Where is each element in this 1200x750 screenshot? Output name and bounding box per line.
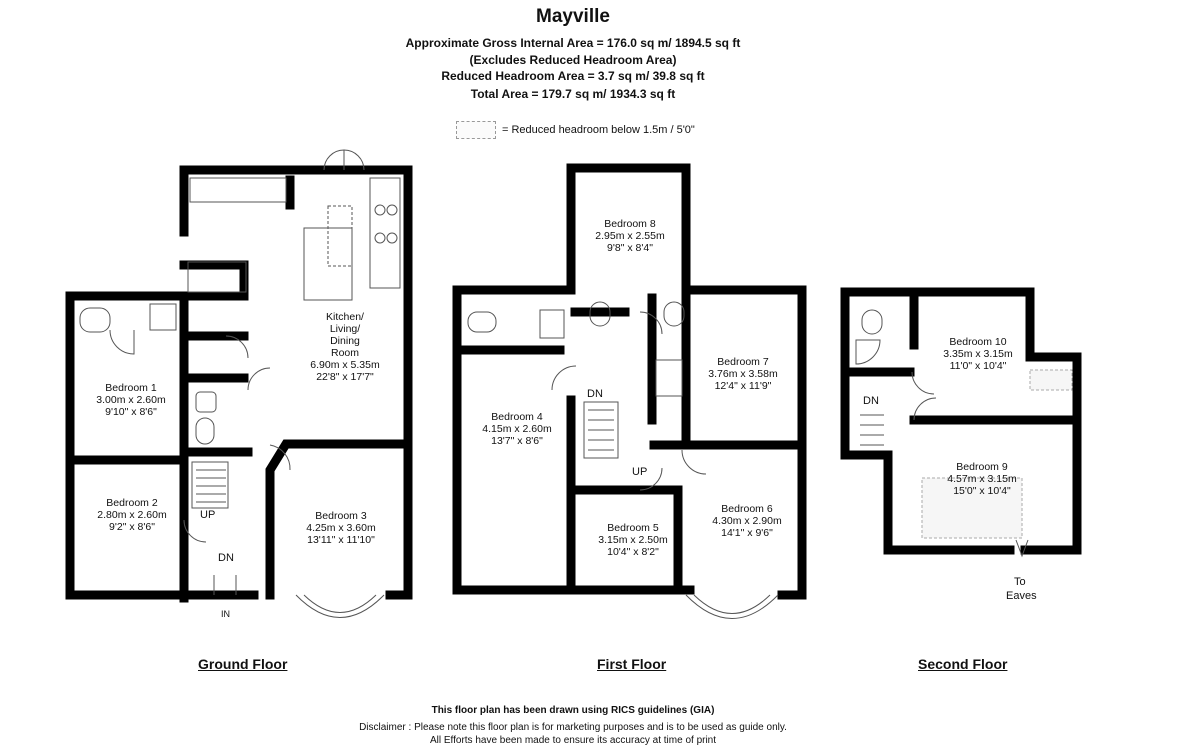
ground-floor-walls bbox=[65, 165, 413, 603]
disclaimer-line-1: Disclaimer : Please note this floor plan… bbox=[359, 722, 787, 733]
room-size-imperial: 12'4" x 11'9" bbox=[714, 380, 772, 392]
second-floor-walls bbox=[840, 287, 1082, 555]
room-size-imperial: 9'8" x 8'4" bbox=[607, 242, 653, 254]
room-size-imperial: 22'8" x 17'7" bbox=[316, 371, 374, 383]
room-size-metric: 2.95m x 2.55m bbox=[595, 230, 665, 242]
room-bedroom-2: Bedroom 2 2.80m x 2.60m 9'2" x 8'6" bbox=[97, 497, 166, 533]
room-size-imperial: 13'7" x 8'6" bbox=[491, 435, 543, 447]
reduced-headroom-swatch bbox=[456, 121, 496, 139]
room-name: Bedroom 8 bbox=[604, 218, 656, 230]
room-size-metric: 4.15m x 2.60m bbox=[482, 423, 552, 435]
room-bedroom-5: Bedroom 5 3.15m x 2.50m 10'4" x 8'2" bbox=[598, 522, 667, 558]
room-bedroom-4: Bedroom 4 4.15m x 2.60m 13'7" x 8'6" bbox=[482, 411, 551, 447]
room-bedroom-7: Bedroom 7 3.76m x 3.58m 12'4" x 11'9" bbox=[708, 356, 777, 392]
excludes-note: (Excludes Reduced Headroom Area) bbox=[469, 53, 677, 67]
reduced-headroom-area: Reduced Headroom Area = 3.7 sq m/ 39.8 s… bbox=[441, 69, 705, 83]
legend: = Reduced headroom below 1.5m / 5'0" bbox=[456, 121, 695, 139]
room-name: Bedroom 7 bbox=[717, 356, 769, 368]
plan-title: Mayville bbox=[536, 6, 610, 27]
disclaimer-line-2: All Efforts have been made to ensure its… bbox=[429, 735, 717, 746]
first-floor-walls bbox=[452, 163, 807, 600]
eaves-to-label: To bbox=[1014, 576, 1026, 588]
room-name: Room bbox=[330, 347, 360, 359]
entrance-label: IN bbox=[221, 609, 230, 619]
floor-label-ground: Ground Floor bbox=[198, 656, 288, 672]
floor-label-first: First Floor bbox=[597, 656, 667, 672]
rics-note: This floor plan has been drawn using RIC… bbox=[431, 705, 715, 716]
room-name: Kitchen/ bbox=[326, 311, 364, 323]
total-area: Total Area = 179.7 sq m/ 1934.3 sq ft bbox=[470, 87, 676, 101]
room-bedroom-6: Bedroom 6 4.30m x 2.90m 14'1" x 9'6" bbox=[712, 503, 781, 539]
room-bedroom-10: Bedroom 10 3.35m x 3.15m 11'0" x 10'4" bbox=[943, 336, 1012, 372]
room-name: Bedroom 5 bbox=[607, 522, 659, 534]
room-size-imperial: 15'0" x 10'4" bbox=[953, 485, 1011, 497]
room-bedroom-3: Bedroom 3 4.25m x 3.60m 13'11" x 11'10" bbox=[306, 510, 375, 546]
room-size-metric: 3.00m x 2.60m bbox=[96, 394, 166, 406]
room-size-imperial: 9'10" x 8'6" bbox=[105, 406, 157, 418]
room-size-imperial: 13'11" x 11'10" bbox=[307, 534, 375, 546]
room-bedroom-8: Bedroom 8 2.95m x 2.55m 9'8" x 8'4" bbox=[595, 218, 664, 254]
stairs-up-label-ground: UP bbox=[200, 509, 216, 521]
room-name: Bedroom 3 bbox=[315, 510, 367, 522]
room-bedroom-9: Bedroom 9 4.57m x 3.15m 15'0" x 10'4" bbox=[947, 461, 1016, 497]
room-size-metric: 3.15m x 2.50m bbox=[598, 534, 668, 546]
room-size-metric: 6.90m x 5.35m bbox=[310, 359, 380, 371]
room-name: Bedroom 6 bbox=[721, 503, 773, 515]
room-name: Living/ bbox=[329, 323, 361, 335]
gross-area: Approximate Gross Internal Area = 176.0 … bbox=[405, 36, 741, 50]
stairs-down-label-first: DN bbox=[587, 388, 603, 400]
stairs-down-label-second: DN bbox=[863, 395, 879, 407]
room-size-imperial: 14'1" x 9'6" bbox=[721, 527, 773, 539]
room-kitchen-living-dining: Kitchen/ Living/ Dining Room 6.90m x 5.3… bbox=[310, 311, 379, 383]
room-size-metric: 3.35m x 3.15m bbox=[943, 348, 1013, 360]
room-size-metric: 4.25m x 3.60m bbox=[306, 522, 376, 534]
room-size-imperial: 10'4" x 8'2" bbox=[607, 546, 659, 558]
room-name: Bedroom 9 bbox=[956, 461, 1008, 473]
room-name: Bedroom 10 bbox=[949, 336, 1007, 348]
stairs-down-label-ground: DN bbox=[218, 552, 234, 564]
room-size-metric: 3.76m x 3.58m bbox=[708, 368, 778, 380]
stairs-up-label-first: UP bbox=[632, 466, 648, 478]
room-name: Bedroom 1 bbox=[105, 382, 157, 394]
room-name: Bedroom 2 bbox=[106, 497, 158, 509]
floor-label-second: Second Floor bbox=[918, 656, 1008, 672]
room-size-metric: 4.30m x 2.90m bbox=[712, 515, 782, 527]
room-size-imperial: 11'0" x 10'4" bbox=[949, 360, 1007, 372]
eaves-label: Eaves bbox=[1006, 590, 1037, 602]
room-name: Dining bbox=[330, 335, 360, 347]
legend-text: = Reduced headroom below 1.5m / 5'0" bbox=[502, 124, 695, 136]
room-name: Bedroom 4 bbox=[491, 411, 543, 423]
room-bedroom-1: Bedroom 1 3.00m x 2.60m 9'10" x 8'6" bbox=[96, 382, 165, 418]
room-size-metric: 2.80m x 2.60m bbox=[97, 509, 167, 521]
room-size-imperial: 9'2" x 8'6" bbox=[109, 521, 155, 533]
room-size-metric: 4.57m x 3.15m bbox=[947, 473, 1017, 485]
